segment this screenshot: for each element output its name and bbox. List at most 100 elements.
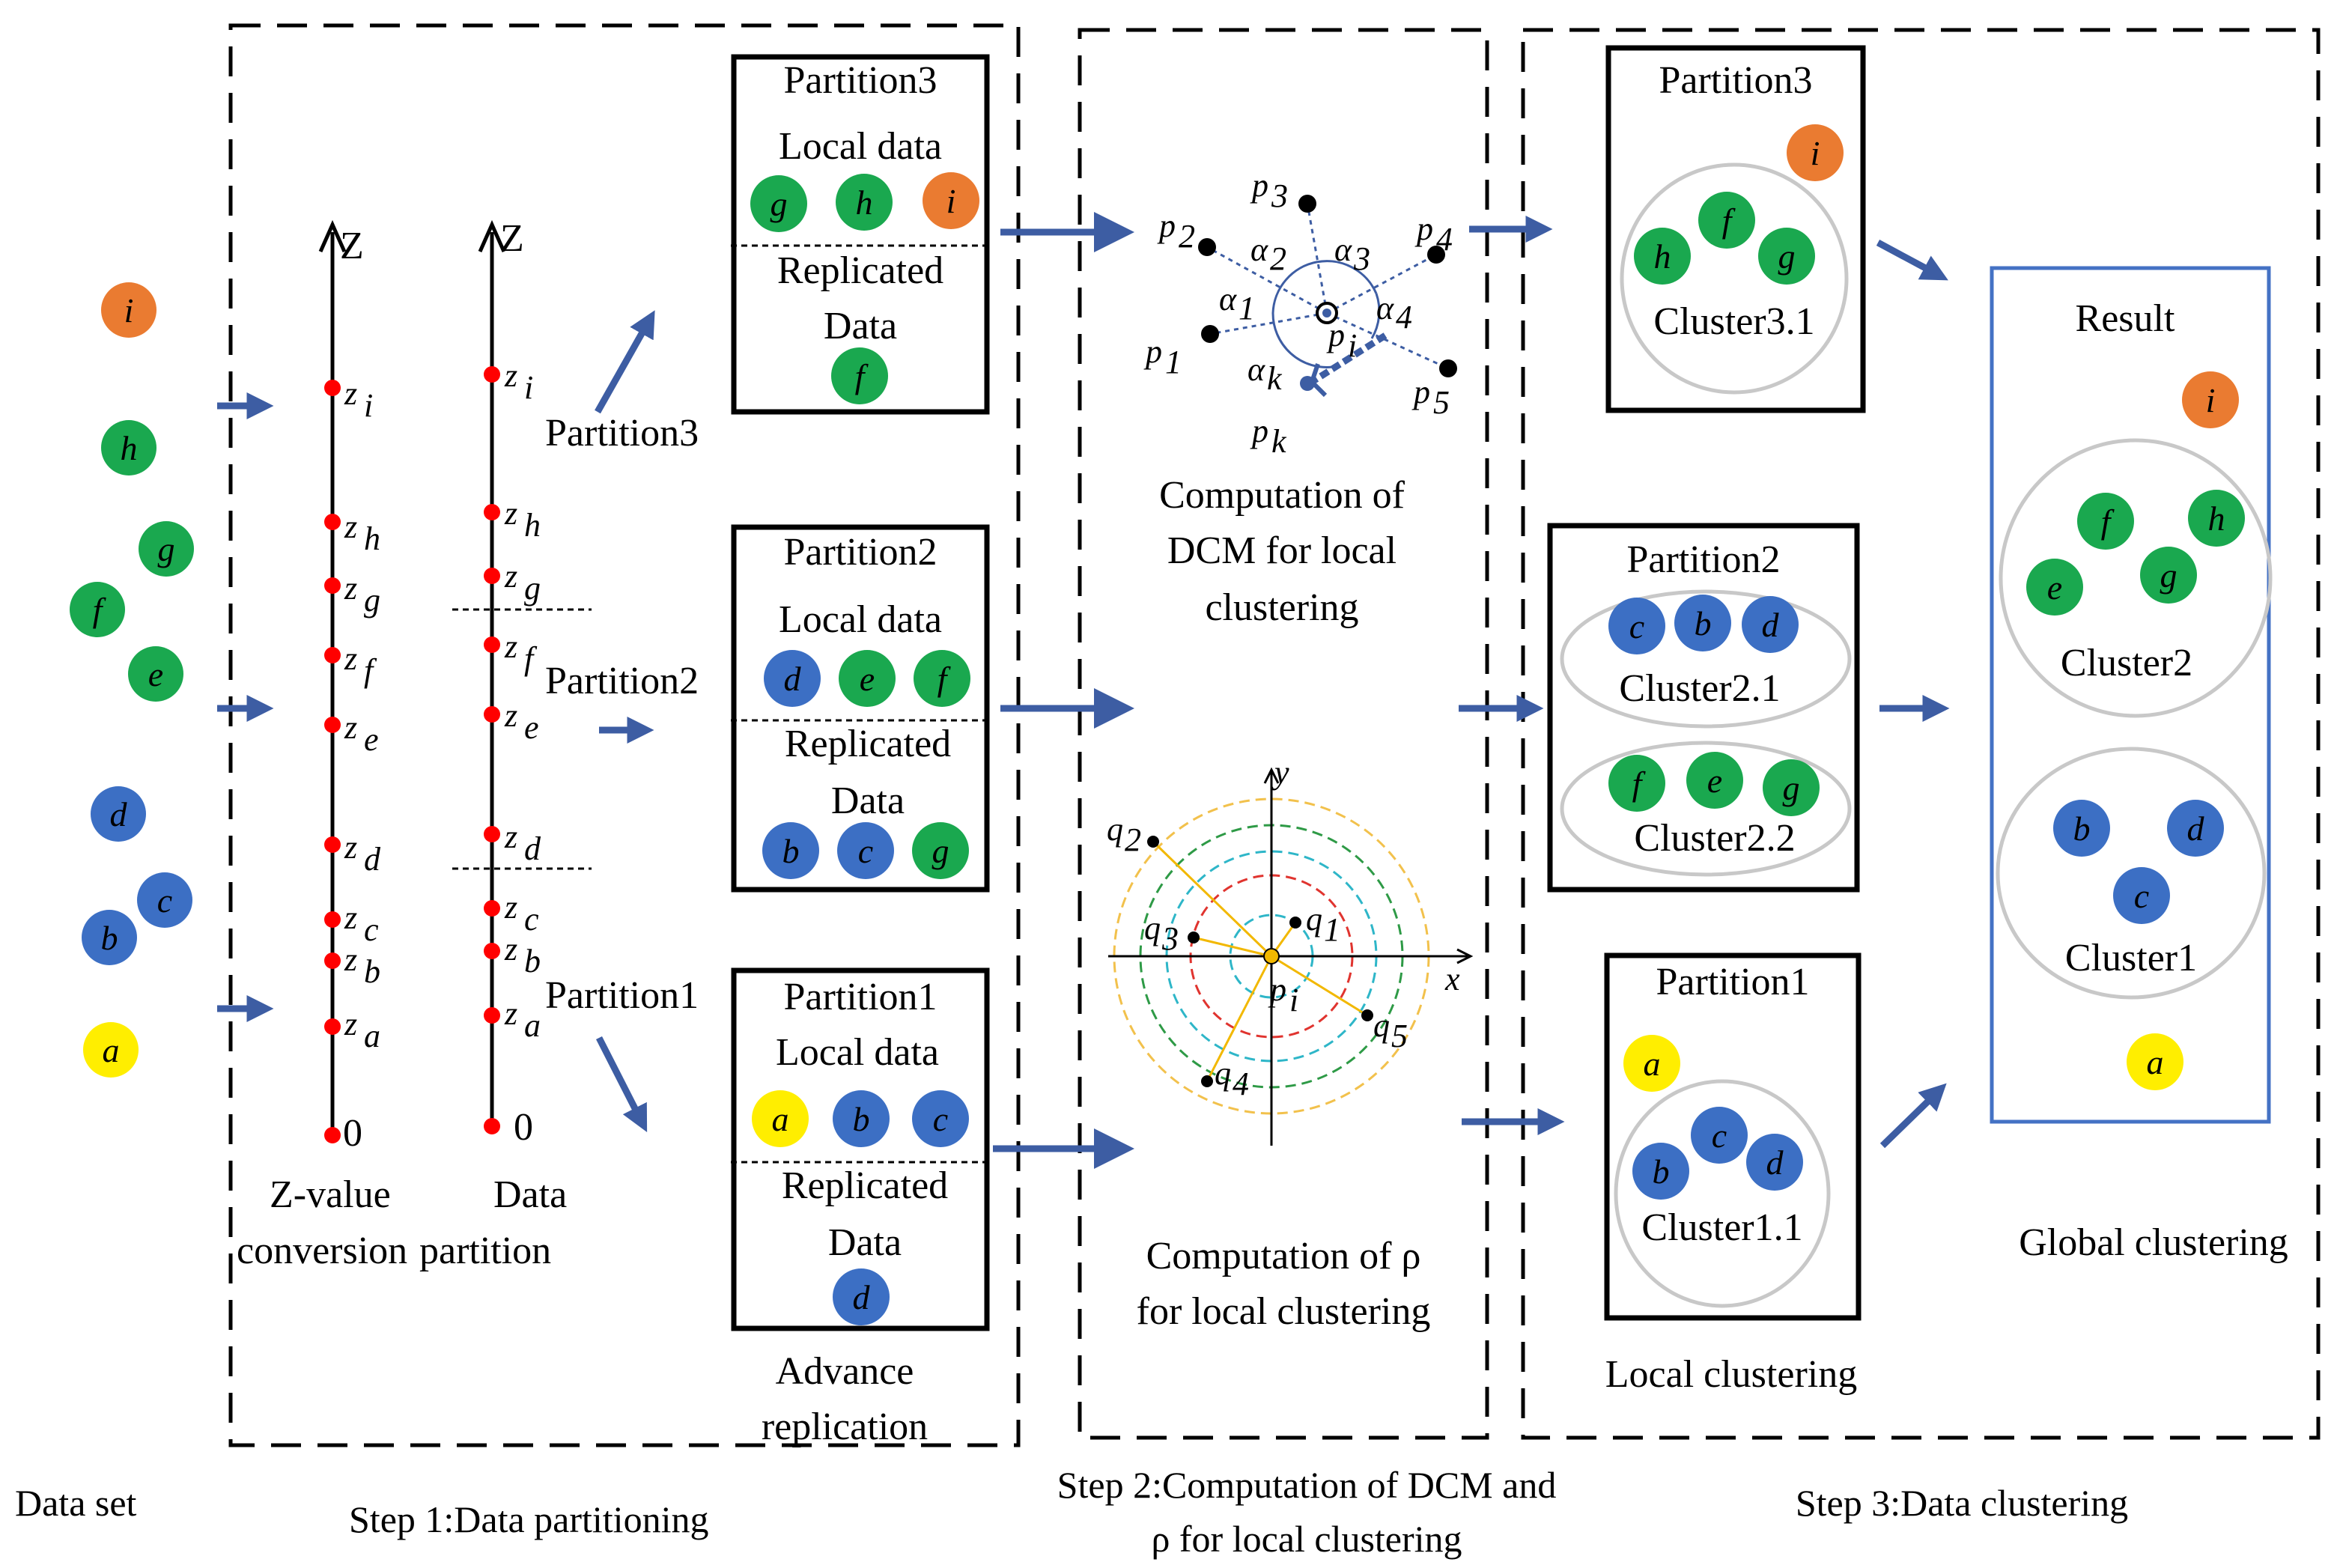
dcm-diagram <box>1198 195 1457 398</box>
arrow-to-result-bot <box>1879 1083 1947 1149</box>
rho-diagram <box>1108 767 1474 1146</box>
svg-text:a: a <box>772 1100 789 1138</box>
partition3-label: Partition3 <box>545 412 699 455</box>
svg-text:e: e <box>2047 568 2062 607</box>
svg-text:5: 5 <box>1433 384 1450 421</box>
svg-text:d: d <box>364 841 381 878</box>
svg-text:z: z <box>344 899 357 936</box>
svg-text:Cluster2.1: Cluster2.1 <box>1619 667 1780 710</box>
svg-text:c: c <box>364 911 379 948</box>
svg-text:b: b <box>782 832 800 870</box>
svg-text:d: d <box>853 1278 871 1316</box>
svg-text:4: 4 <box>1233 1066 1249 1102</box>
dataset-label: Data set <box>15 1482 137 1524</box>
partition1-label: Partition1 <box>545 974 699 1017</box>
svg-text:z: z <box>344 570 357 607</box>
svg-text:h: h <box>524 507 541 544</box>
dcm-caption: Computation of <box>1159 474 1405 517</box>
svg-text:1: 1 <box>1324 911 1340 948</box>
svg-text:Partition3: Partition3 <box>1659 59 1812 102</box>
svg-text:q: q <box>1306 901 1322 938</box>
svg-text:0: 0 <box>514 1106 533 1149</box>
svg-text:i: i <box>2206 381 2216 419</box>
global-clustering-caption: Global clustering <box>2019 1221 2288 1264</box>
svg-text:z: z <box>504 889 517 926</box>
svg-text:d: d <box>524 830 541 867</box>
svg-text:Cluster1.1: Cluster1.1 <box>1641 1206 1802 1249</box>
svg-text:Local data: Local data <box>776 1031 939 1074</box>
svg-text:q: q <box>1215 1055 1231 1092</box>
result-box: Result i f h e g Cluster2 b d c Cluster1… <box>1990 266 2273 1124</box>
s3-p2-box: Partition2 c b d Cluster2.1 f e g Cluste… <box>1547 523 1860 893</box>
advance-caption-2: replication <box>762 1406 928 1448</box>
svg-text:g: g <box>771 185 788 223</box>
arrow-partition1 <box>595 1036 648 1133</box>
rho-caption: Computation of ρ <box>1146 1235 1421 1277</box>
svg-text:Cluster2.2: Cluster2.2 <box>1634 817 1795 860</box>
svg-text:z: z <box>504 357 517 394</box>
svg-text:z: z <box>344 709 357 746</box>
svg-text:z: z <box>504 931 517 967</box>
svg-text:p: p <box>1250 413 1268 449</box>
svg-text:i: i <box>124 291 134 329</box>
point-i: i <box>101 282 156 338</box>
svg-text:α: α <box>1247 351 1265 388</box>
point-c: c <box>137 872 192 928</box>
svg-text:b: b <box>524 943 541 979</box>
svg-text:x: x <box>1444 961 1460 997</box>
partition-caption-2: partition <box>419 1230 551 1272</box>
svg-text:c: c <box>524 901 539 938</box>
svg-text:p: p <box>1414 210 1433 247</box>
zvalue-axis: Z <box>318 219 364 1135</box>
local-clustering-caption: Local clustering <box>1605 1353 1857 1396</box>
svg-text:Partition2: Partition2 <box>783 531 937 574</box>
svg-text:z: z <box>344 829 357 866</box>
p3-box: Partition3 Local data g h i Replicated D… <box>731 54 990 415</box>
svg-text:3: 3 <box>1353 240 1370 277</box>
svg-text:α: α <box>1334 231 1352 268</box>
svg-text:p: p <box>1157 207 1176 244</box>
point-g: g <box>139 521 194 577</box>
svg-text:b: b <box>1695 604 1712 642</box>
dataset-points: i h g f e d c b a <box>70 282 194 1078</box>
svg-text:y: y <box>1271 754 1289 791</box>
svg-text:Data: Data <box>828 1221 902 1264</box>
svg-text:z: z <box>504 818 517 855</box>
svg-text:2: 2 <box>1179 218 1195 255</box>
svg-text:4: 4 <box>1436 221 1453 258</box>
svg-text:g: g <box>932 832 949 870</box>
svg-text:0: 0 <box>343 1112 362 1155</box>
svg-text:Partition1: Partition1 <box>1656 961 1809 1003</box>
step1-frame <box>228 23 1021 1447</box>
arrow-partition3 <box>595 310 655 414</box>
svg-text:h: h <box>121 429 138 467</box>
svg-text:Cluster1: Cluster1 <box>2065 937 2197 979</box>
svg-text:g: g <box>158 530 175 568</box>
svg-text:e: e <box>524 709 539 746</box>
svg-text:Partition3: Partition3 <box>783 59 937 102</box>
svg-text:i: i <box>1811 134 1820 172</box>
svg-text:g: g <box>1778 237 1796 276</box>
svg-text:z: z <box>504 628 517 665</box>
svg-text:e: e <box>148 655 163 693</box>
arrow-to-result-top <box>1876 240 1948 281</box>
svg-text:d: d <box>784 660 802 698</box>
svg-text:Data: Data <box>831 780 905 822</box>
svg-text:Replicated: Replicated <box>785 723 951 765</box>
step2-label: Step 2:Computation of DCM and <box>1057 1464 1557 1506</box>
svg-text:e: e <box>364 721 379 758</box>
svg-text:α: α <box>1219 281 1237 317</box>
svg-text:z: z <box>344 508 357 545</box>
point-a: a <box>83 1022 139 1078</box>
svg-text:p: p <box>1143 333 1162 370</box>
svg-text:Result: Result <box>2076 297 2175 340</box>
svg-text:g: g <box>364 582 380 619</box>
svg-text:i: i <box>1348 327 1357 364</box>
svg-text:p: p <box>1268 971 1286 1008</box>
svg-text:b: b <box>101 919 118 957</box>
svg-text:b: b <box>2073 809 2091 848</box>
